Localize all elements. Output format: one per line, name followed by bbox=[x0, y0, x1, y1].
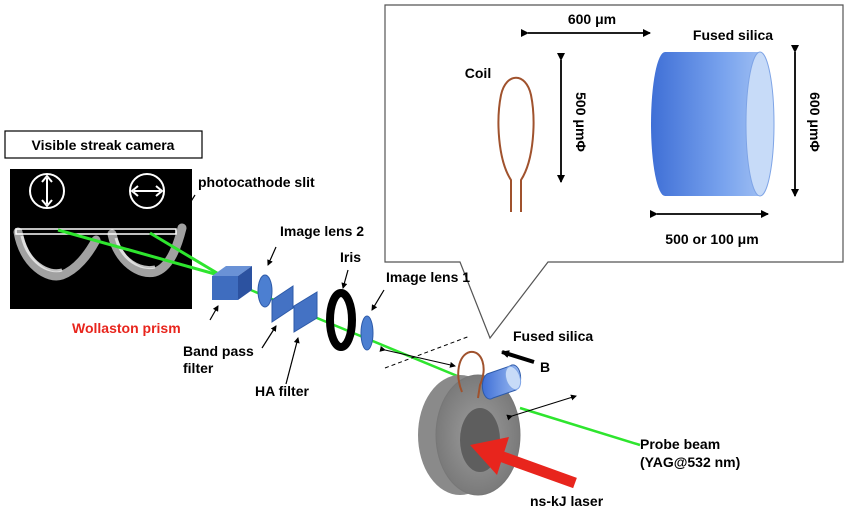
probe-beam-label-line1: Probe beam bbox=[640, 436, 720, 452]
image-lens-1-pointer bbox=[371, 289, 385, 311]
photocathode-slit-pointer bbox=[177, 194, 196, 223]
inset-coil-label: Coil bbox=[465, 65, 491, 81]
iris-label: Iris bbox=[340, 249, 361, 265]
laser-label: ns-kJ laser bbox=[530, 493, 604, 509]
ha-filter-pointer bbox=[285, 337, 300, 385]
inset-callout bbox=[384, 4, 844, 340]
coil bbox=[457, 350, 485, 399]
fused-silica-sample bbox=[481, 364, 522, 400]
band-pass-label-line2: filter bbox=[183, 360, 214, 376]
streak-camera-label: Visible streak camera bbox=[32, 137, 175, 153]
image-lens-2-pointer bbox=[267, 246, 277, 266]
iris bbox=[326, 289, 356, 351]
inset-fused-silica-label: Fused silica bbox=[693, 27, 773, 43]
probe-beam-label-line2: (YAG@532 nm) bbox=[640, 454, 740, 470]
image-lens-1-label: Image lens 1 bbox=[386, 269, 470, 285]
image-plane-double-arrow bbox=[379, 345, 456, 368]
vertical-polarization-icon bbox=[29, 173, 65, 209]
sample-double-arrow bbox=[506, 394, 577, 421]
inset-dim-top: 600 μm bbox=[568, 11, 616, 27]
inset-dim-cylinder-length: 500 or 100 μm bbox=[665, 231, 758, 247]
image-lens-2 bbox=[257, 274, 273, 308]
band-pass-pointer bbox=[261, 325, 277, 349]
inset-dim-coil: 500 μmΦ bbox=[573, 92, 589, 152]
photocathode-slit-label: photocathode slit bbox=[198, 174, 315, 190]
band-pass-label-line1: Band pass bbox=[183, 343, 254, 359]
ha-filter-label: HA filter bbox=[255, 383, 309, 399]
iris-pointer bbox=[341, 269, 349, 289]
wollaston-prism-label: Wollaston prism bbox=[72, 320, 181, 336]
ha-filter bbox=[293, 291, 318, 333]
laser-arrow bbox=[470, 437, 577, 489]
fused-silica-label: Fused silica bbox=[513, 328, 593, 344]
inset-dim-cylinder-height: 600 μmΦ bbox=[807, 92, 823, 152]
wollaston-prism-pointer bbox=[209, 305, 219, 321]
inset-coil bbox=[497, 76, 535, 212]
inset-fused-silica-cylinder bbox=[651, 51, 775, 197]
b-field-arrow bbox=[501, 350, 535, 364]
image-lens-2-label: Image lens 2 bbox=[280, 223, 364, 239]
b-field-label: B bbox=[540, 359, 550, 375]
image-lens-1 bbox=[360, 315, 374, 351]
wollaston-prism bbox=[212, 266, 252, 300]
horizontal-polarization-icon bbox=[129, 173, 165, 209]
band-pass-filter bbox=[271, 285, 294, 323]
streak-camera-label-box bbox=[4, 130, 203, 159]
